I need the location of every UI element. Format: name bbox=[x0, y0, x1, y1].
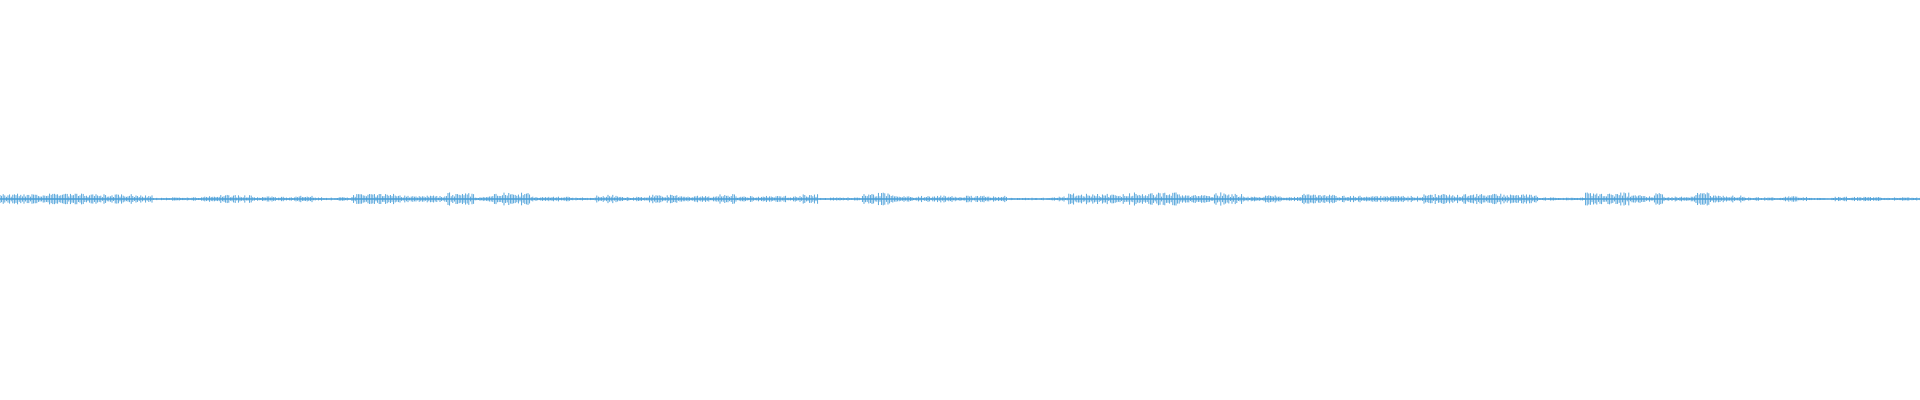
waveform-peaks bbox=[0, 192, 1920, 206]
